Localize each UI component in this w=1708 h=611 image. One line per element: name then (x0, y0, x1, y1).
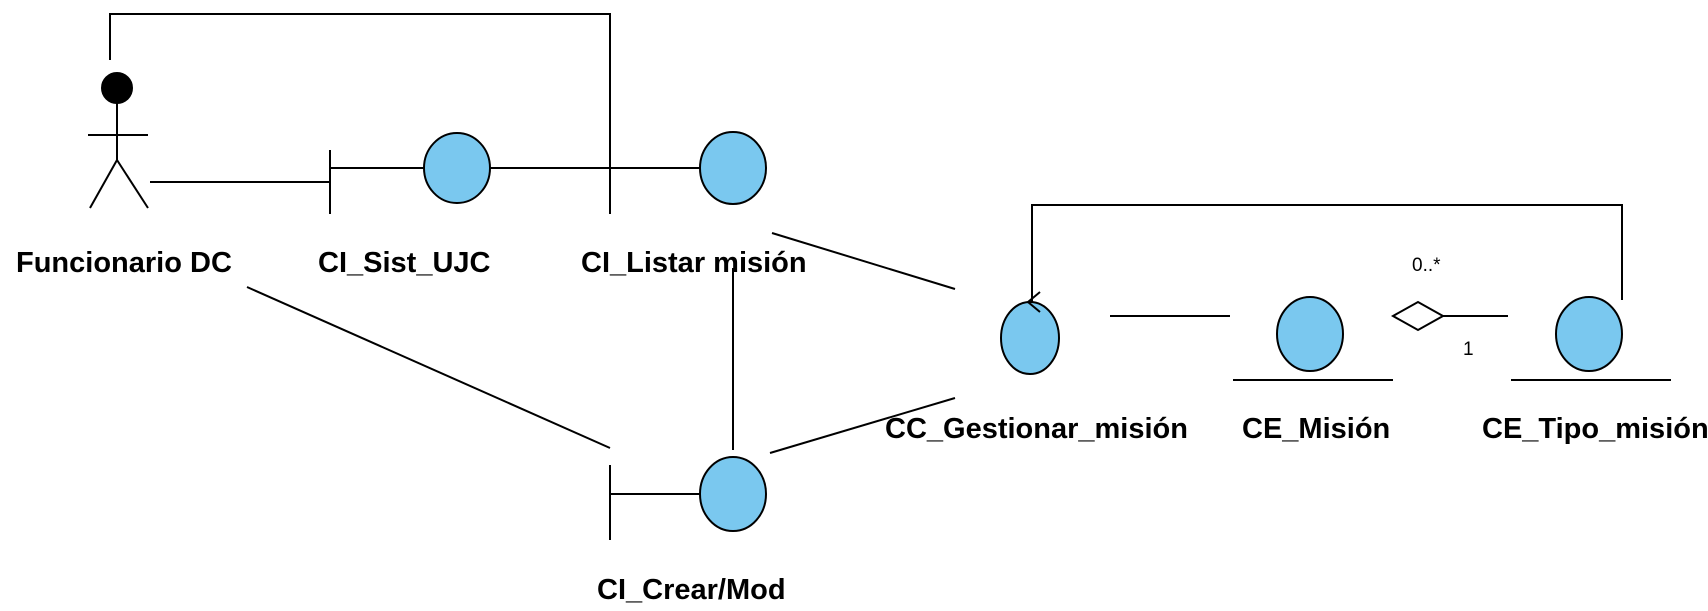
link-listar-gestionar (771, 232, 956, 290)
boundary-circle (699, 456, 767, 532)
control-arrowhead (1026, 291, 1041, 313)
control-cc-gestionar-mision: CC_Gestionar_misión (885, 291, 1188, 445)
gestionar-label: CC_Gestionar_misión (885, 413, 1188, 445)
actor-label: Funcionario DC (16, 247, 232, 279)
actor-leg-left (89, 159, 118, 209)
connections (109, 13, 1623, 454)
boundary-ci-sist-ujc: CI_Sist_UJC (318, 132, 491, 279)
multiplicity-one: 1 (1463, 339, 1474, 360)
entity-circle (1276, 296, 1344, 372)
mision-label: CE_Misión (1242, 413, 1390, 445)
boundary-circle (423, 132, 491, 204)
multiplicity-many: 0..* (1412, 255, 1441, 276)
link-tipo-gestionar-top (1031, 204, 1623, 302)
boundary-circle (699, 131, 767, 205)
link-actor-listar-top (109, 13, 611, 150)
boundary-ci-crear-mod: CI_Crear/Mod (597, 456, 786, 606)
entity-circle (1555, 296, 1623, 372)
actor-head (101, 72, 133, 104)
crear-mod-label: CI_Crear/Mod (597, 574, 786, 606)
link-actor-crear (246, 286, 611, 449)
actor-leg-right (116, 159, 149, 209)
boundary-ci-listar-mision: CI_Listar misión (581, 131, 807, 279)
entity-ce-tipo-mision: CE_Tipo_misión (1482, 296, 1708, 445)
entity-ce-mision: CE_Misión (1233, 296, 1393, 445)
control-circle (1000, 301, 1060, 375)
sist-ujc-label: CI_Sist_UJC (318, 247, 491, 279)
tipo-mision-label: CE_Tipo_misión (1482, 413, 1708, 445)
link-crear-gestionar (769, 397, 956, 454)
aggregation-mision-tipo: 0..* 1 (1390, 255, 1474, 360)
aggregation-diamond (1390, 300, 1446, 332)
listar-label: CI_Listar misión (581, 247, 807, 279)
actor-funcionario-dc: Funcionario DC (16, 72, 232, 279)
